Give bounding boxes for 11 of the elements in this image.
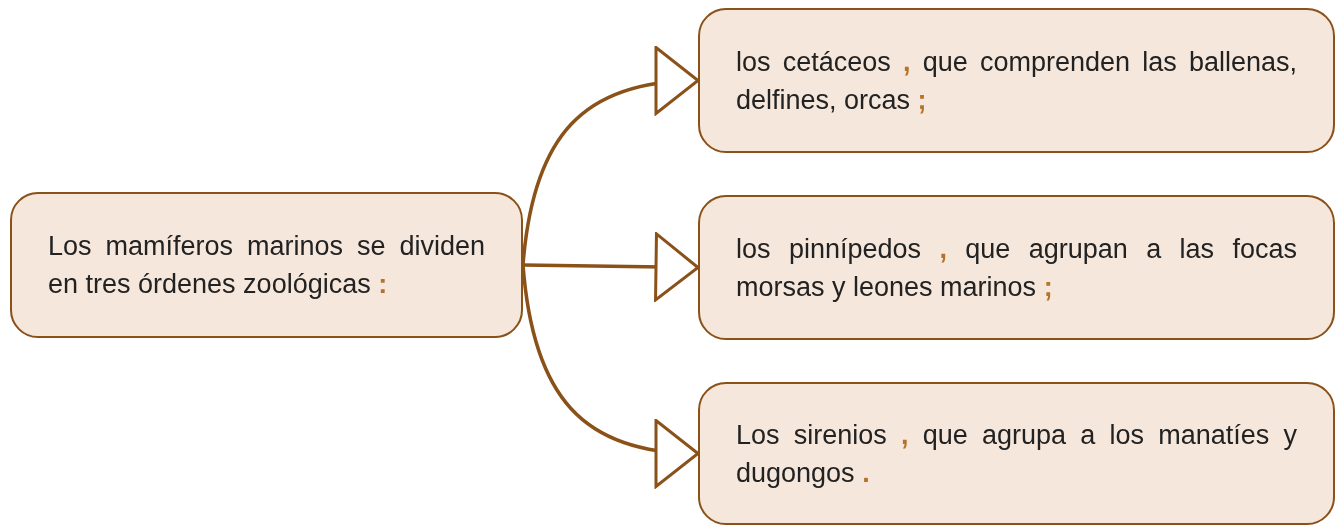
text-box xyxy=(698,382,1335,525)
text-box xyxy=(10,192,523,338)
curved-arrow xyxy=(522,232,700,302)
text-box xyxy=(698,195,1335,340)
text-box xyxy=(698,8,1335,153)
box-text: los cetáceos , que comprenden las ballenas, delfines, orcas ; xyxy=(736,45,1297,117)
box-text: los pinnípedos , que agrupan a las focas morsas y leones marinos ; xyxy=(736,232,1297,304)
curved-arrow xyxy=(521,264,700,487)
box-text: Los sirenios , que agrupa a los manatíes y dugongos . xyxy=(736,418,1297,490)
curved-arrow xyxy=(521,47,700,266)
box-text: Los mamíferos marinos se dividen en tres órdenes zoológicas : xyxy=(48,230,485,301)
